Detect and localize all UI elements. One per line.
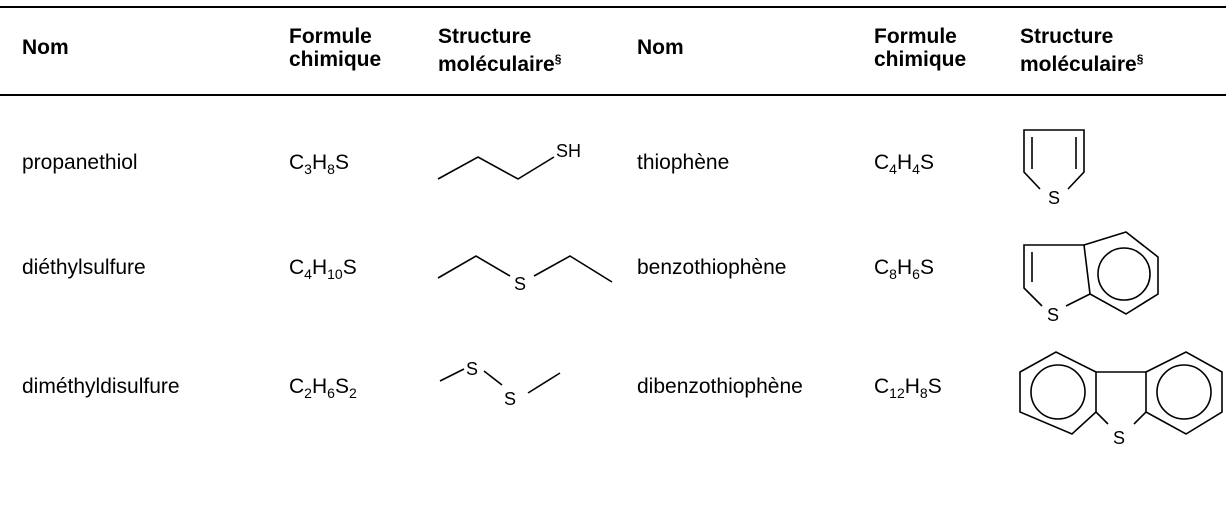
atom-label: S <box>1113 428 1125 448</box>
header-text: Structure <box>438 25 532 48</box>
header-text: Nom <box>22 36 69 59</box>
header-formula-right: Formule chimique <box>874 25 966 71</box>
atom-label: S <box>466 359 478 379</box>
compound-name: benzothiophène <box>637 256 787 279</box>
header-text: chimique <box>874 48 967 71</box>
compound-name: diéthylsulfure <box>22 256 146 279</box>
formula-subscript: 2 <box>304 385 312 402</box>
atom-label: S <box>1048 188 1060 208</box>
table-header-rule <box>0 94 1226 96</box>
table-top-rule <box>0 6 1226 8</box>
atom-label: S <box>504 389 516 409</box>
formula-symbol: C <box>289 256 305 279</box>
chemical-formula: C2H6S2 <box>289 375 357 405</box>
formula-subscript: 10 <box>327 266 343 283</box>
formula-symbol: S <box>334 151 349 174</box>
formula-symbol: H <box>904 375 920 398</box>
chemical-formula: C4H4S <box>874 151 934 181</box>
formula-symbol: S <box>342 256 357 279</box>
chemical-formula: C12H8S <box>874 375 942 405</box>
propanethiol-structure: SH <box>437 141 581 180</box>
thiophene-structure: S <box>1023 129 1085 208</box>
header-formula-left: Formule chimique <box>289 25 381 71</box>
dimethyldisulfide-structure: S S <box>439 359 561 409</box>
header-name-left: Nom <box>22 36 69 59</box>
header-text: chimique <box>289 48 382 71</box>
formula-symbol: S <box>919 151 934 174</box>
chemical-formula: C4H10S <box>289 256 357 286</box>
formula-subscript: 12 <box>889 385 905 402</box>
chemical-formula: C3H8S <box>289 151 349 181</box>
formula-symbol: C <box>874 375 890 398</box>
chemical-formula: C8H6S <box>874 256 934 286</box>
diethylsulfide-structure: S <box>437 255 613 294</box>
footnote-mark: § <box>1136 52 1144 66</box>
formula-symbol: C <box>289 375 305 398</box>
formula-subscript: 4 <box>304 266 312 283</box>
formula-symbol: H <box>896 256 913 279</box>
footnote-mark: § <box>554 52 562 66</box>
compound-name: propanethiol <box>22 151 138 174</box>
formula-symbol: S <box>919 256 934 279</box>
formula-symbol: C <box>874 151 890 174</box>
compound-name: dibenzothiophène <box>637 375 803 398</box>
compound-name: diméthyldisulfure <box>22 375 180 398</box>
formula-subscript: 8 <box>889 266 897 283</box>
atom-label: SH <box>556 141 581 161</box>
formula-symbol: H <box>311 375 328 398</box>
compound-name: thiophène <box>637 151 730 174</box>
formula-symbol: H <box>311 256 328 279</box>
header-text: Structure <box>1020 25 1114 48</box>
formula-symbol: C <box>289 151 305 174</box>
header-text: Formule <box>874 25 957 48</box>
formula-subscript: 4 <box>889 161 897 178</box>
header-text: Formule <box>289 25 372 48</box>
formula-subscript: 3 <box>304 161 312 178</box>
formula-subscript: 2 <box>348 385 357 402</box>
formula-subscript: 4 <box>912 161 920 178</box>
atom-label: S <box>1047 305 1059 325</box>
formula-symbol: H <box>896 151 913 174</box>
formula-symbol: S <box>334 375 349 398</box>
formula-subscript: 6 <box>912 266 920 283</box>
header-text: moléculaire <box>438 53 555 76</box>
header-text: Nom <box>637 36 684 59</box>
header-structure-left: Structure moléculaire§ <box>438 25 561 76</box>
benzothiophene-structure: S <box>1023 231 1159 325</box>
header-structure-right: Structure moléculaire§ <box>1020 25 1143 76</box>
formula-subscript: 6 <box>327 385 335 402</box>
atom-label: S <box>514 274 526 294</box>
header-text: moléculaire <box>1020 53 1137 76</box>
formula-symbol: C <box>874 256 890 279</box>
formula-symbol: H <box>311 151 328 174</box>
header-name-right: Nom <box>637 36 684 59</box>
formula-subscript: 8 <box>919 385 928 402</box>
dibenzothiophene-structure: S <box>1019 351 1223 448</box>
formula-symbol: S <box>927 375 942 398</box>
formula-subscript: 8 <box>327 161 335 178</box>
